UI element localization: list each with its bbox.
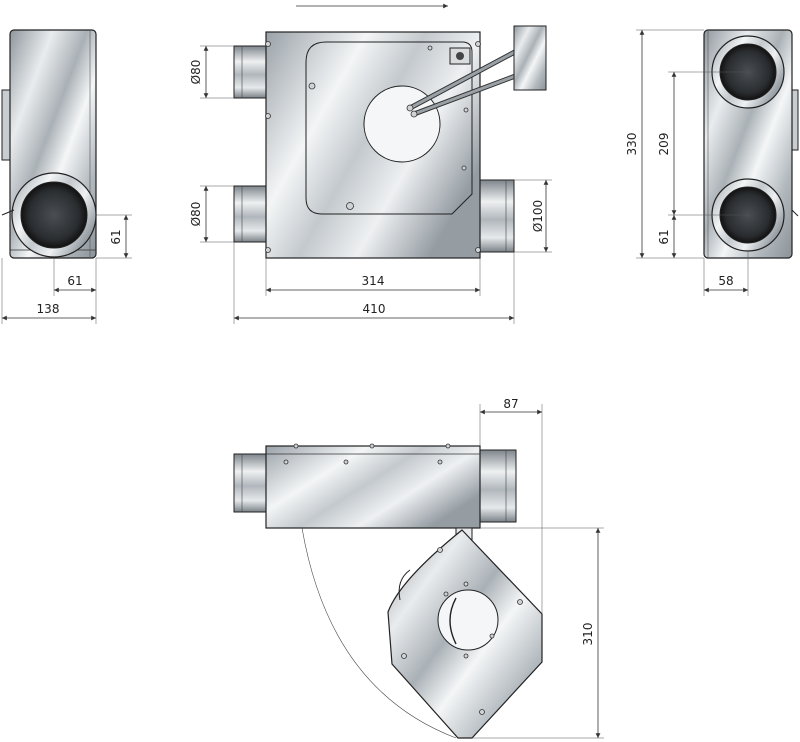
left-side-outlet-opening: [20, 181, 88, 249]
front-motor-disc: [363, 85, 441, 163]
right-side-view: 330 209 61 58: [625, 29, 799, 296]
front-view: Ø80 Ø80 Ø100 314 410: [189, 3, 552, 324]
top-view: 87 310: [233, 397, 604, 739]
door-swing-arc: [301, 527, 457, 739]
left-side-depth-label: 138: [37, 302, 60, 316]
top-outlet-length-label: 87: [503, 397, 518, 411]
left-side-offset-width-label: 61: [67, 274, 82, 288]
front-access-panel: [305, 41, 473, 215]
right-side-height-label: 330: [625, 133, 639, 156]
front-inlet-top-diameter-label: Ø80: [189, 60, 203, 85]
right-side-offset-width-label: 58: [718, 274, 733, 288]
left-side-offset-height-label: 61: [109, 229, 123, 244]
top-door-depth-label: 310: [581, 623, 595, 646]
top-body: [265, 445, 481, 529]
front-outlet-diameter-label: Ø100: [531, 200, 545, 232]
front-body-width-label: 314: [362, 274, 385, 288]
right-side-spacing-label: 209: [657, 133, 671, 156]
front-inlet-bottom-diameter-label: Ø80: [189, 202, 203, 227]
right-side-bottom-offset-label: 61: [657, 229, 671, 244]
left-side-view: 61 61 138: [1, 29, 132, 324]
front-cable-connector: [513, 25, 547, 91]
front-overall-width-label: 410: [363, 302, 386, 316]
